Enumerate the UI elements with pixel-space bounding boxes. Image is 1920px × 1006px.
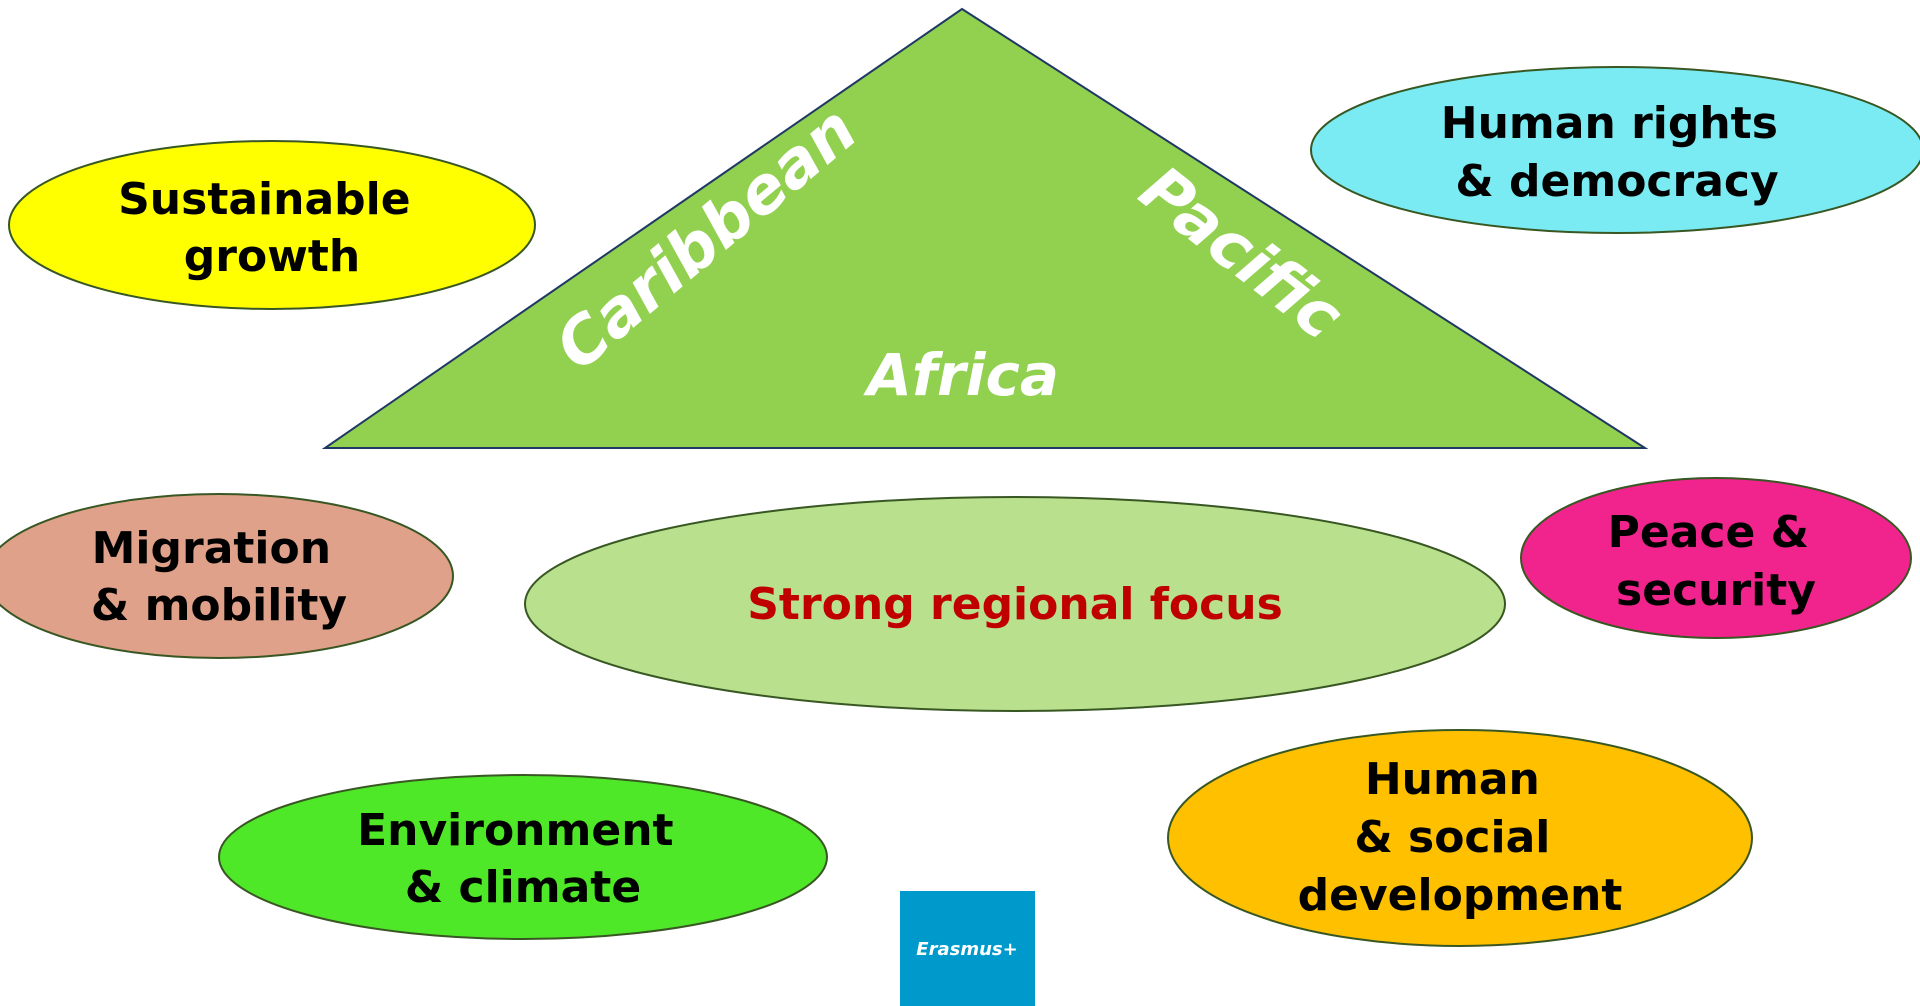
region-africa: Africa xyxy=(863,341,1059,409)
theme-ellipse-environment-climate xyxy=(218,774,828,940)
theme-ellipse-human-rights-democracy xyxy=(1310,66,1920,234)
theme-label-human-rights-democracy: Human rights & democracy xyxy=(1441,98,1793,207)
theme-ellipse-peace-security xyxy=(1520,477,1912,639)
center-label: Strong regional focus xyxy=(747,579,1283,630)
theme-ellipse-migration-mobility xyxy=(0,493,454,659)
theme-label-human-social-development: Human & social development xyxy=(1298,754,1623,921)
theme-label-migration-mobility: Migration & mobility xyxy=(91,523,347,631)
erasmus-logo-text: Erasmus+ xyxy=(916,939,1017,960)
erasmus-logo: Erasmus+ xyxy=(900,891,1035,1006)
center-ellipse xyxy=(524,496,1506,712)
acp-triangle xyxy=(321,7,1649,449)
theme-label-environment-climate: Environment & climate xyxy=(357,805,689,913)
theme-ellipse-human-social-development xyxy=(1167,729,1753,947)
theme-ellipse-sustainable-growth xyxy=(8,140,536,310)
theme-label-sustainable-growth: Sustainable growth xyxy=(118,174,426,282)
theme-label-peace-security: Peace & security xyxy=(1608,507,1825,616)
